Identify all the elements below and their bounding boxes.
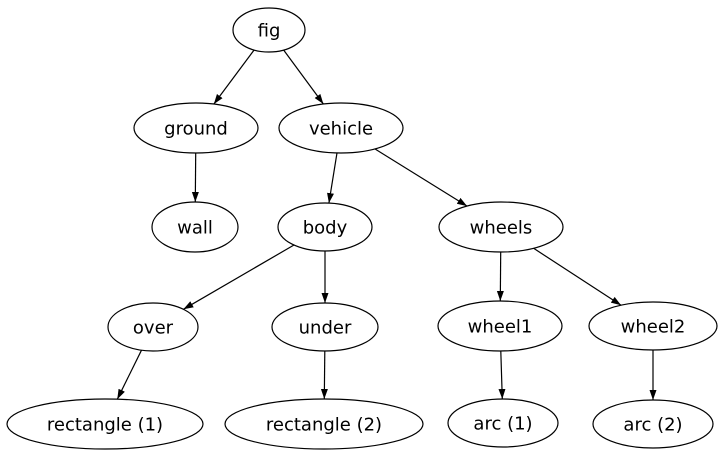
node-wheel1-ellipse bbox=[437, 300, 563, 352]
edge-over-rectangle1 bbox=[116, 349, 143, 400]
node-over: over bbox=[107, 302, 199, 352]
node-rectangle1: rectangle (1) bbox=[6, 398, 204, 450]
edge-fig-vehicle bbox=[283, 49, 324, 105]
edge-vehicle-wheels bbox=[374, 148, 468, 207]
node-arc2-label: arc (2) bbox=[623, 414, 682, 435]
node-fig-ellipse bbox=[232, 7, 306, 53]
node-ground-label: ground bbox=[164, 118, 228, 139]
node-wheel2-ellipse bbox=[588, 301, 718, 351]
node-ground: ground bbox=[133, 102, 259, 154]
edge-fig-ground bbox=[213, 49, 255, 105]
edge-wheels-wheel2 bbox=[533, 247, 622, 306]
node-wall-label: wall bbox=[177, 217, 213, 238]
node-rectangle2-ellipse bbox=[224, 398, 424, 450]
node-over-label: over bbox=[133, 317, 174, 338]
node-fig-label: fig bbox=[258, 20, 281, 41]
node-wheels-label: wheels bbox=[470, 217, 533, 238]
node-wall-ellipse bbox=[151, 201, 239, 253]
node-wheels: wheels bbox=[438, 201, 564, 253]
node-arc1-ellipse bbox=[447, 398, 559, 448]
node-wheel1: wheel1 bbox=[437, 300, 563, 352]
node-arc1-label: arc (1) bbox=[473, 413, 532, 434]
edge-under-rectangle2 bbox=[320, 350, 328, 400]
edge-body-over bbox=[183, 244, 295, 310]
node-vehicle-ellipse bbox=[278, 102, 404, 154]
node-ground-ellipse bbox=[133, 102, 259, 154]
node-rectangle1-ellipse bbox=[6, 398, 204, 450]
node-arc2: arc (2) bbox=[592, 399, 714, 449]
edge-vehicle-body bbox=[327, 152, 338, 204]
node-wheels-ellipse bbox=[438, 201, 564, 253]
node-rectangle2: rectangle (2) bbox=[224, 398, 424, 450]
node-body-ellipse bbox=[277, 202, 373, 252]
edge-wheel1-arc1 bbox=[498, 350, 506, 400]
node-arc1: arc (1) bbox=[447, 398, 559, 448]
node-arc2-ellipse bbox=[592, 399, 714, 449]
node-under-label: under bbox=[299, 317, 352, 338]
node-wheel2: wheel2 bbox=[588, 301, 718, 351]
node-under: under bbox=[271, 302, 379, 352]
node-rectangle2-label: rectangle (2) bbox=[266, 414, 382, 435]
node-body-label: body bbox=[303, 217, 348, 238]
node-rectangle1-label: rectangle (1) bbox=[47, 414, 163, 435]
node-under-ellipse bbox=[271, 302, 379, 352]
node-over-ellipse bbox=[107, 302, 199, 352]
node-wall: wall bbox=[151, 201, 239, 253]
node-fig: fig bbox=[232, 7, 306, 53]
node-wheel2-label: wheel2 bbox=[621, 316, 686, 337]
node-vehicle: vehicle bbox=[278, 102, 404, 154]
edges-layer bbox=[116, 49, 657, 400]
nodes-layer: fig ground vehicle wall body wheels over under w… bbox=[6, 7, 718, 450]
node-vehicle-label: vehicle bbox=[309, 118, 373, 139]
node-body: body bbox=[277, 202, 373, 252]
node-wheel1-label: wheel1 bbox=[468, 316, 533, 337]
